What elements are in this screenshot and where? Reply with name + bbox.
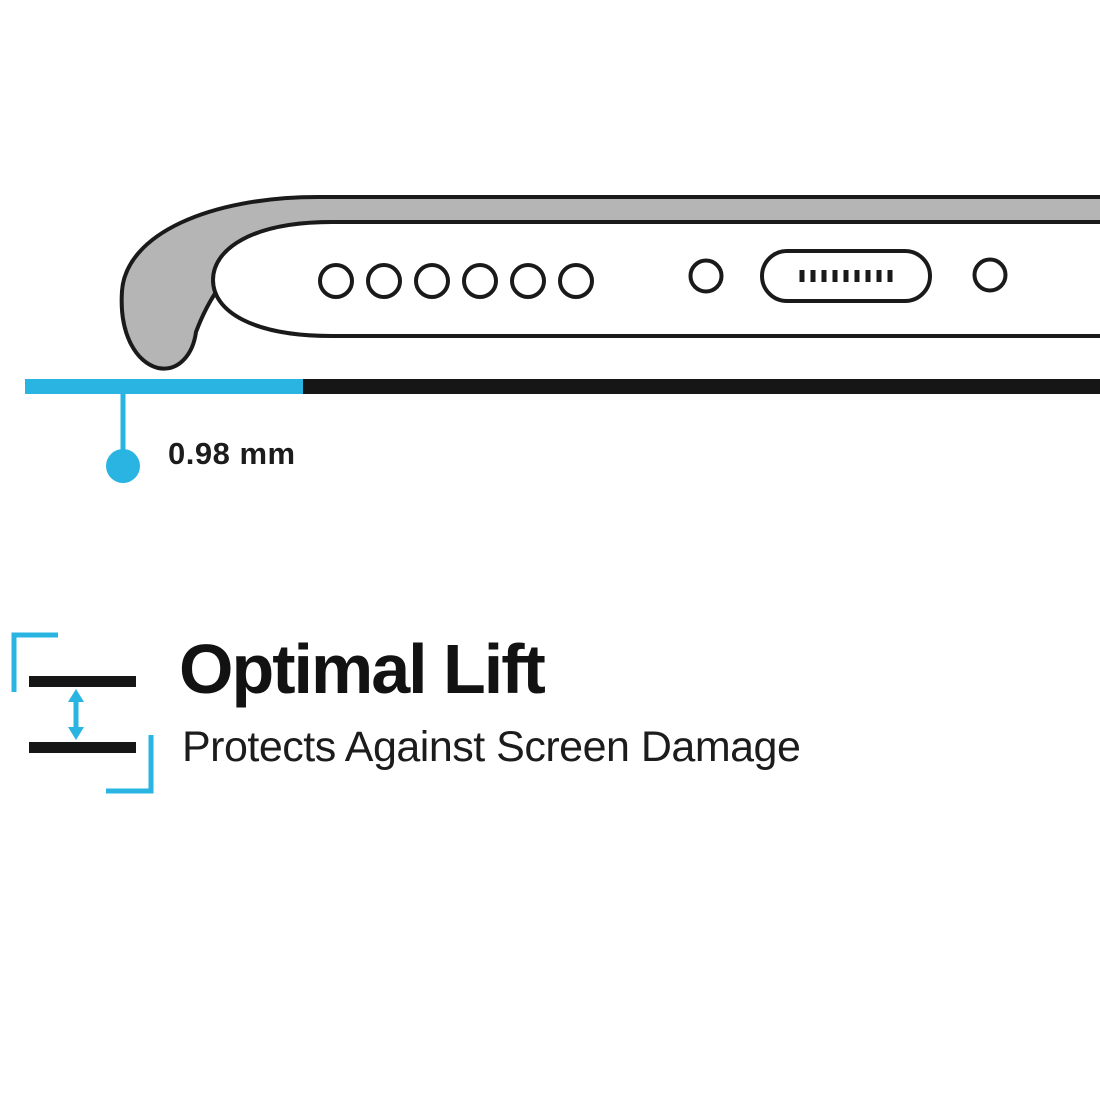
screw-right-icon [972, 257, 1008, 293]
screw-left-icon [688, 258, 724, 294]
charging-port-pins [799, 270, 893, 282]
feature-subtitle: Protects Against Screen Damage [182, 723, 801, 771]
feature-title: Optimal Lift [179, 630, 546, 708]
bracket-top-left-icon [11, 632, 58, 692]
speaker-hole [318, 263, 354, 299]
speaker-hole [366, 263, 402, 299]
speaker-hole [414, 263, 450, 299]
bracket-bottom-right-icon [106, 735, 154, 794]
speaker-hole [462, 263, 498, 299]
surface-bar [303, 379, 1100, 394]
speaker-hole [510, 263, 546, 299]
measurement-pointer-line [120, 394, 126, 452]
speaker-holes [318, 263, 594, 299]
measurement-pointer-dot [106, 449, 140, 483]
measurement-label: 0.98 mm [168, 436, 296, 471]
icon-top-line [29, 676, 136, 687]
lift-gap-icon [11, 632, 154, 794]
icon-bottom-line [29, 742, 136, 753]
lift-gap-bar-accent [25, 379, 303, 394]
speaker-hole [558, 263, 594, 299]
charging-port [760, 249, 932, 303]
double-arrow-icon [68, 689, 84, 740]
